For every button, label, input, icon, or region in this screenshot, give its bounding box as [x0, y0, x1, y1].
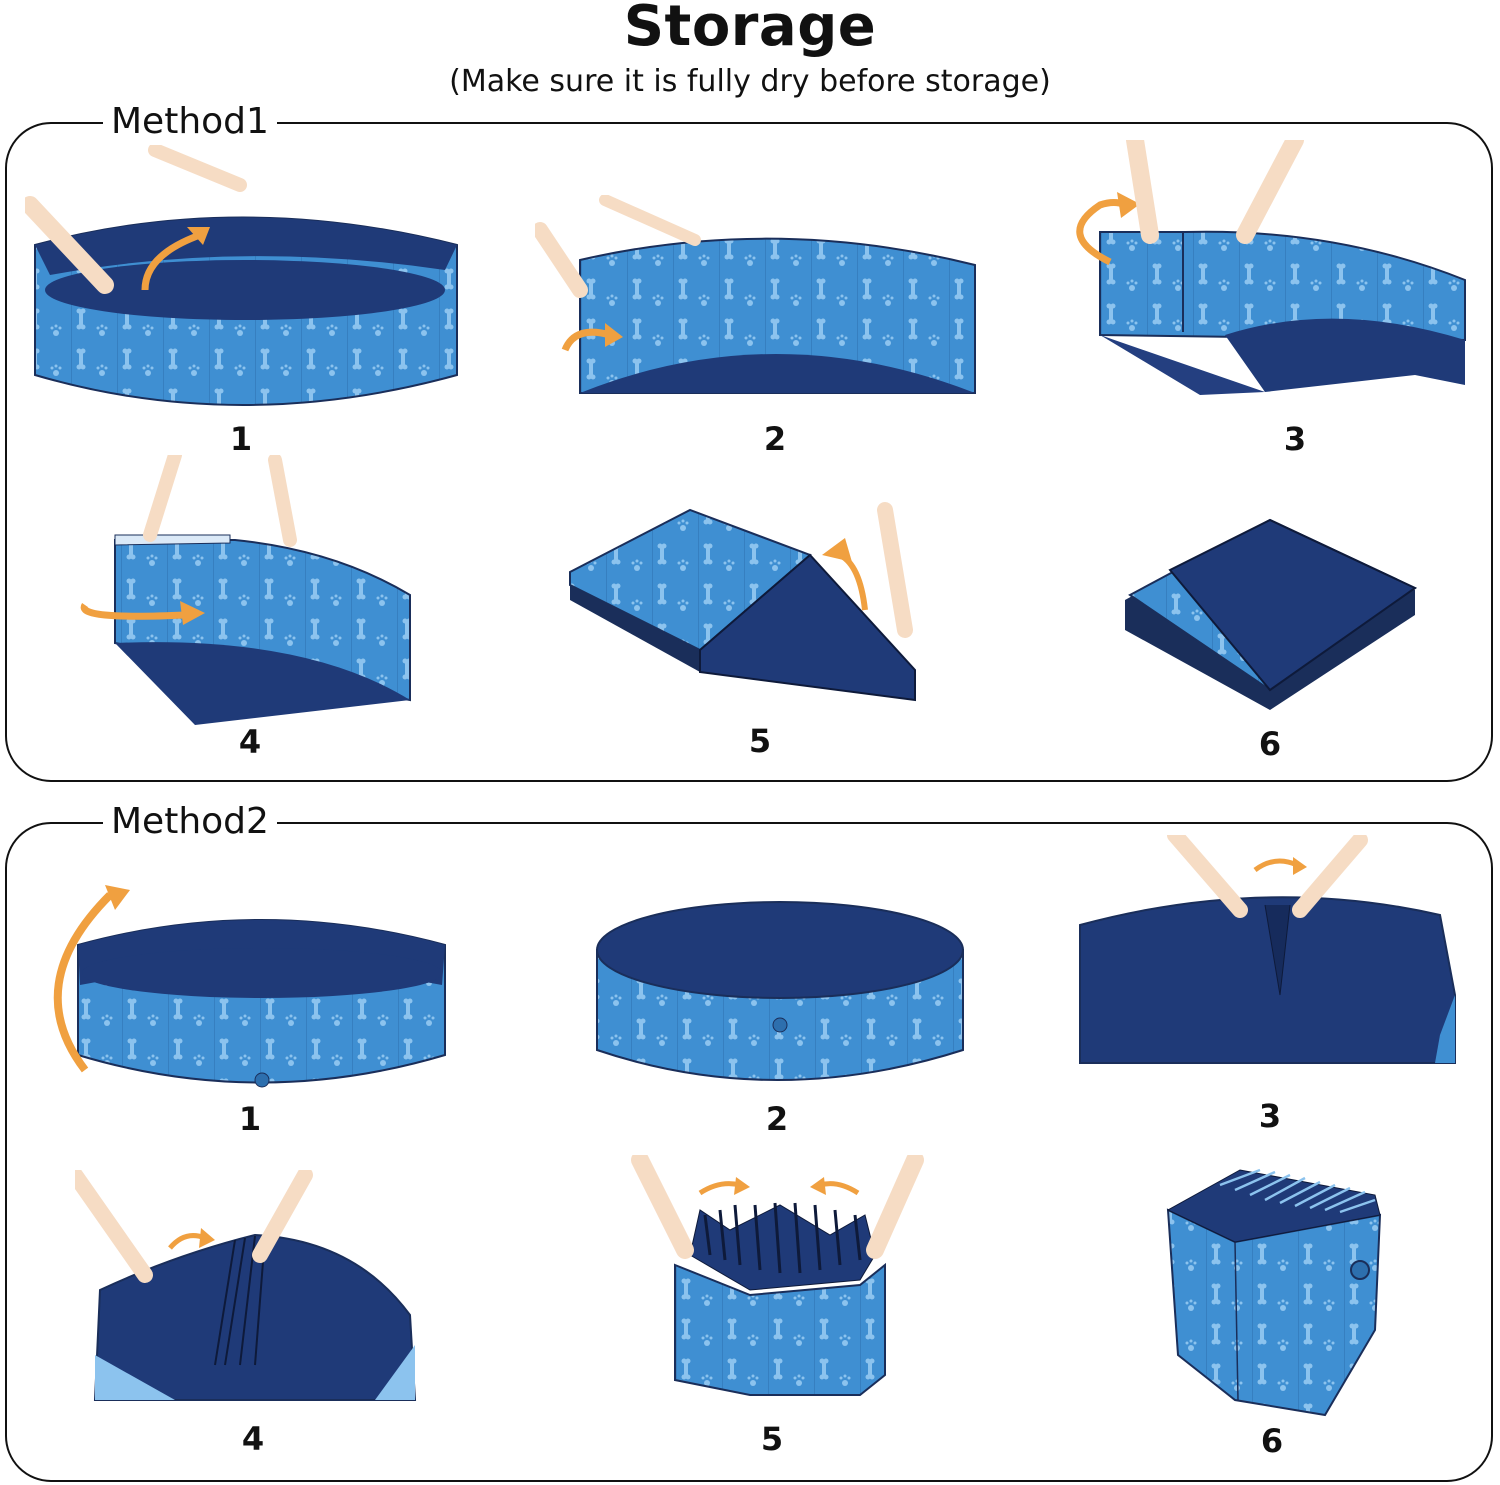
m1-step-3: 3 — [1055, 140, 1475, 460]
method1-panel: Method1 — [5, 96, 1493, 782]
m1-step-6: 6 — [1120, 510, 1430, 770]
page-title: Storage — [623, 0, 877, 59]
m2-step-2: 2 — [585, 895, 975, 1145]
m1-step-1: 1 — [25, 145, 465, 458]
pool-upside-down-illustration — [596, 901, 964, 1081]
page-subtitle: (Make sure it is fully dry before storag… — [449, 64, 1051, 99]
compact-bundle-illustration — [1166, 1168, 1382, 1417]
pool-fold-more-illustration — [80, 455, 411, 725]
m1-step-5: 5 — [560, 500, 940, 770]
m2-step-1: 1 — [30, 875, 460, 1145]
step-number: 3 — [1283, 420, 1307, 458]
m2-step-3: 3 — [1075, 835, 1465, 1145]
step-number: 3 — [1258, 1097, 1282, 1135]
m1-step-4: 4 — [75, 455, 425, 765]
m2-step-6: 6 — [1160, 1160, 1390, 1470]
step-number: 2 — [763, 420, 787, 458]
pool-open-illustration — [25, 145, 458, 406]
step-number: 4 — [241, 1420, 265, 1458]
pool-fold-panel-illustration — [1076, 140, 1466, 395]
step-number: 2 — [765, 1100, 789, 1138]
method1-label: Method1 — [103, 96, 277, 148]
step-number: 6 — [1260, 1422, 1284, 1460]
step-number: 5 — [760, 1420, 784, 1458]
method2-label: Method2 — [103, 796, 277, 848]
folded-flat-stack-illustration — [1125, 518, 1417, 710]
method2-panel: Method2 — [5, 796, 1493, 1482]
m2-step-5: 5 — [630, 1155, 930, 1470]
m1-step-2: 2 — [535, 195, 985, 458]
gather-pleats-illustration — [631, 1155, 924, 1396]
step-number: 1 — [229, 420, 253, 458]
step-number: 1 — [238, 1100, 262, 1138]
m2-step-4: 4 — [75, 1170, 435, 1470]
step-number: 6 — [1258, 725, 1282, 763]
pleat-floor-illustration — [75, 1170, 417, 1401]
step-number: 5 — [748, 722, 772, 760]
stacked-panels-illustration — [569, 502, 916, 702]
pinch-floor-illustration — [1079, 835, 1456, 1064]
step-number: 4 — [238, 723, 262, 761]
pool-flip-illustration — [53, 885, 446, 1088]
pool-fold-wall-illustration — [535, 195, 976, 394]
